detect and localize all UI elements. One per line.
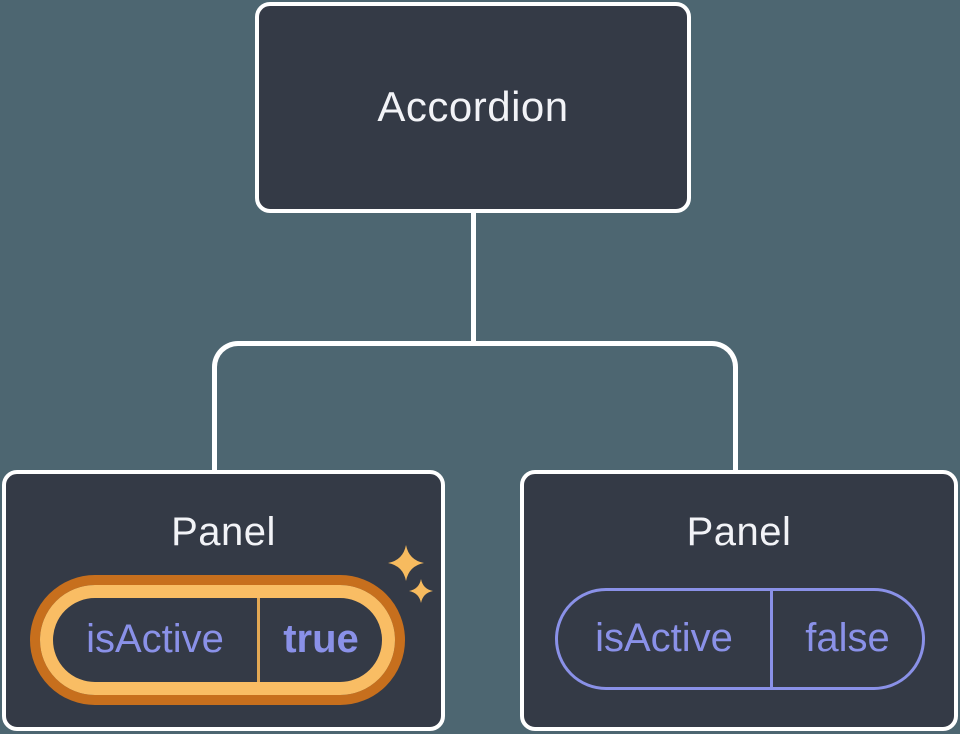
panel-node-inactive: Panel isActive false [520,470,958,731]
prop-name: isActive [595,615,733,660]
panel-node-label: Panel [171,510,276,554]
prop-value: true [257,598,382,682]
accordion-node-label: Accordion [377,83,569,131]
prop-pill-inactive: isActive false [555,588,925,690]
panel-node-active: Panel isActive true [2,470,445,731]
sparkle-icon [409,579,433,603]
prop-pill-active-inner: isActive true [40,585,395,695]
connector-branch [212,341,738,470]
panel-node-label: Panel [686,510,792,554]
prop-pill-active: isActive true [30,575,405,705]
accordion-node: Accordion [255,2,691,213]
connector-root-stem [471,211,476,345]
prop-value: false [770,591,922,687]
prop-name: isActive [86,616,224,661]
sparkle-icon [388,545,424,581]
